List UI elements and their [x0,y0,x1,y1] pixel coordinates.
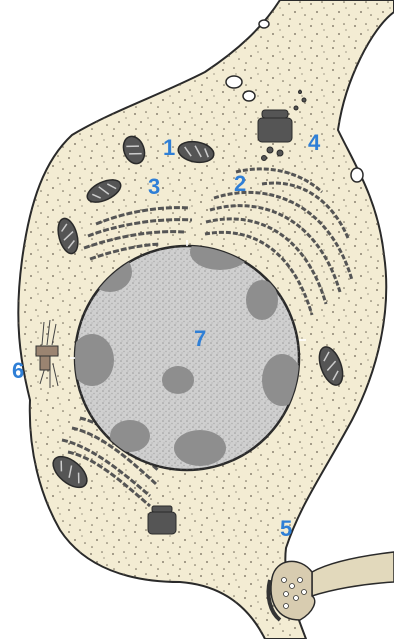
label-1: 1 [163,135,175,160]
label-3: 3 [148,174,160,199]
label-5: 5 [280,516,292,541]
label-2: 2 [234,171,246,196]
label-7: 7 [194,326,206,351]
synapse [268,552,394,620]
golgi-apparatus-lower [148,506,176,534]
label-6: 6 [12,358,24,383]
label-4: 4 [308,130,321,155]
